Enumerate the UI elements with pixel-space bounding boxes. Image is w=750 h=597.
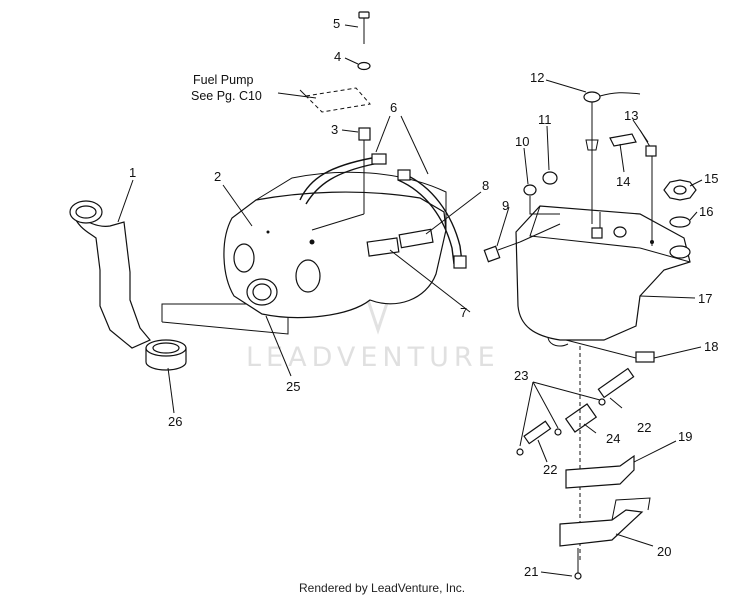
watermark-text: LEADVENTURE [246, 342, 500, 373]
callout-26: 26 [168, 414, 182, 429]
callout-3: 3 [331, 122, 338, 137]
note-line-2: See Pg. C10 [191, 89, 262, 103]
bracket-part-19 [565, 454, 635, 489]
footer-credit: Rendered by LeadVenture, Inc. [299, 581, 465, 595]
vent-hose-part-6 [299, 153, 467, 269]
callout-12: 12 [530, 70, 544, 85]
fittings-parts-13-14 [609, 129, 657, 246]
callout-9: 9 [502, 198, 509, 213]
clip-part-20 [559, 497, 651, 547]
nut-parts-10-11 [523, 171, 560, 215]
oil-tank-part-17 [515, 205, 691, 347]
callout-5: 5 [333, 16, 340, 31]
washer-part-16 [669, 216, 691, 228]
note-line-1: Fuel Pump [193, 73, 253, 87]
callout-25: 25 [286, 379, 300, 394]
callout-10: 10 [515, 134, 529, 149]
drain-fitting-part-18 [565, 339, 655, 363]
callout-20: 20 [657, 544, 671, 559]
callout-16: 16 [699, 204, 713, 219]
callout-17: 17 [698, 291, 712, 306]
leader-lines [117, 24, 703, 577]
callout-21: 21 [524, 564, 538, 579]
fastener-stack [311, 11, 371, 231]
grommet-part-26 [145, 339, 187, 371]
callout-labels: 1 2 3 4 5 6 7 8 9 10 11 12 13 14 15 16 1… [129, 16, 718, 579]
filler-neck-hose [69, 200, 151, 349]
callout-15: 15 [704, 171, 718, 186]
callout-22-right: 22 [637, 420, 651, 435]
callout-19: 19 [678, 429, 692, 444]
callout-7: 7 [460, 305, 467, 320]
callout-13: 13 [624, 108, 638, 123]
callout-8: 8 [482, 178, 489, 193]
callout-24: 24 [606, 431, 620, 446]
fuel-tank-part-2 [223, 171, 447, 319]
callout-4: 4 [334, 49, 341, 64]
cap-part-15 [663, 179, 697, 201]
callout-18: 18 [704, 339, 718, 354]
callout-6: 6 [390, 100, 397, 115]
oil-level-sensor-part-12 [583, 91, 641, 224]
fuel-pump-outline [299, 87, 371, 113]
callout-11: 11 [538, 112, 552, 127]
callout-23: 23 [514, 368, 528, 383]
callout-2: 2 [214, 169, 221, 184]
screw-part-21 [574, 548, 582, 580]
callout-22-left: 22 [543, 462, 557, 477]
callout-14: 14 [616, 174, 630, 189]
bolt-part-9 [483, 223, 561, 263]
callout-1: 1 [129, 165, 136, 180]
